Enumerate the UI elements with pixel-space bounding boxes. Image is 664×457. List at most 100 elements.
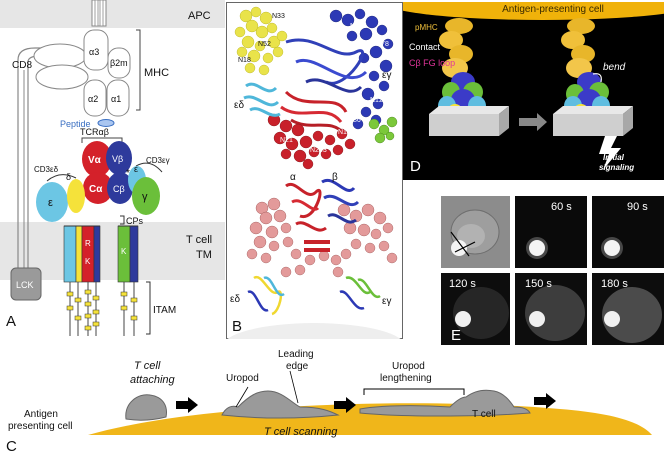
tcr-calpha-domain <box>83 172 113 204</box>
micrograph-150s <box>515 273 587 345</box>
pmhc-label: pMHC <box>415 23 438 32</box>
eps-delta-bot-label: εδ <box>230 294 240 305</box>
time-90s-label: 90 s <box>627 201 648 213</box>
apc-title: Antigen-presenting cell <box>502 4 604 15</box>
tcell-lengthening <box>359 389 531 417</box>
mhc-alpha1-domain <box>106 79 130 117</box>
mhc-label: MHC <box>144 67 169 79</box>
cd8-label: CD8 <box>12 60 32 71</box>
panel-e-micrographs: 60 s 90 s 120 s 150 s 180 s <box>441 196 664 345</box>
leading-label-2: edge <box>286 361 309 372</box>
micrograph-180s <box>592 273 664 345</box>
beta-label: β <box>332 172 338 183</box>
cd3-gamma <box>132 177 160 215</box>
panel-d-label: D <box>410 158 421 175</box>
panel-a-label: A <box>6 313 17 330</box>
time-180s-label: 180 s <box>601 278 628 290</box>
eps-gamma-bot-label: εγ <box>382 296 391 307</box>
cbeta-fg-loop-label: Cβ FG loop <box>409 58 455 68</box>
lightning-bolt-icon <box>599 136 621 170</box>
peptide-label: Peptide <box>60 119 91 129</box>
cd3-epsilon-left <box>36 182 68 222</box>
cbeta-label: Cβ <box>113 184 125 194</box>
micrograph-90s <box>592 196 664 268</box>
epsilon-right-label: ε <box>134 164 138 174</box>
alpha3-label: α3 <box>89 47 99 57</box>
time-120s-label: 120 s <box>449 278 476 290</box>
k1-label: K <box>85 257 91 266</box>
tcell-c-label: T cell <box>472 409 496 420</box>
lck-label: LCK <box>16 280 34 290</box>
cd8-domain-2 <box>35 64 89 90</box>
transition-arrow-icon <box>519 113 547 131</box>
peptide-icon <box>97 119 115 127</box>
leading-label-1: Leading <box>278 349 314 360</box>
epsilon-left-label: ε <box>48 197 53 209</box>
panel-c-label: C <box>6 438 17 455</box>
signaling-label: signaling <box>599 163 634 172</box>
n121-label: N121 <box>370 97 387 104</box>
n185-label: N185 <box>338 129 355 136</box>
apc-band <box>0 0 225 28</box>
valpha-label: Vα <box>88 155 102 166</box>
tcr-valpha-domain <box>82 141 112 177</box>
progress-arrow-2 <box>334 397 356 413</box>
lengthening-label-1: Uropod <box>392 361 425 372</box>
cd8-domain-1 <box>33 43 87 69</box>
delta-label: δ <box>66 172 71 182</box>
panel-d-illustration: Antigen-presenting cell <box>403 2 664 180</box>
contact-label: Contact <box>409 42 441 52</box>
tm-label: TM <box>196 249 212 261</box>
panel-b-label: B <box>232 318 243 335</box>
panel-c-scanning-diagram: T cell attaching Uropod Leading edge Uro… <box>8 349 652 438</box>
scanning-label: T cell scanning <box>264 426 338 438</box>
initial-label: Initial <box>603 153 625 162</box>
alpha2-label: α2 <box>88 94 98 104</box>
n21-label: N21 <box>280 137 293 144</box>
micrograph-dic <box>441 196 510 268</box>
tcell-attaching <box>125 394 167 421</box>
mhc-alpha2-domain <box>83 79 107 117</box>
n186-label: N186 <box>344 117 361 124</box>
n203-label: N203 <box>310 147 327 154</box>
vbeta-label: Vβ <box>112 154 123 164</box>
apc-label-1: Antigen <box>24 409 58 420</box>
cd3ed-label: CD3εδ <box>34 165 59 174</box>
lck-kinase <box>10 267 42 301</box>
micrograph-120s <box>441 273 510 345</box>
mhc-alpha3-domain <box>83 29 109 71</box>
tcr-label: TCRαβ <box>80 127 109 137</box>
n18-label: N18 <box>238 57 251 64</box>
time-150s-label: 150 s <box>525 278 552 290</box>
cps-label: CPs <box>126 216 144 226</box>
panel-b-structure: N33 N52 N18 N236 N78 N121 N186 N185 N21 … <box>226 2 403 339</box>
tcr-vbeta-domain <box>106 141 132 175</box>
apc-label: APC <box>188 10 211 22</box>
progress-arrow-3 <box>534 393 556 409</box>
itam-label: ITAM <box>153 305 176 316</box>
star-label: * <box>126 168 130 179</box>
time-60s-label: 60 s <box>551 201 572 213</box>
bend-label: bend <box>603 62 626 73</box>
n33-label: N33 <box>272 13 285 20</box>
calpha-label: Cα <box>89 184 103 195</box>
uropod-label: Uropod <box>226 373 259 384</box>
cd3eg-label: CD3εγ <box>146 156 170 165</box>
progress-arrow-1 <box>176 397 198 413</box>
n52-label: N52 <box>258 41 271 48</box>
attaching-label-1: T cell <box>134 360 161 372</box>
beta2m-label: β2m <box>110 58 128 68</box>
panel-a-diagram: APC CD8 MHC α3 β2m α2 α1 Peptide TCRαβ C… <box>0 0 225 336</box>
k2-label: K <box>121 247 127 256</box>
tcr-cbeta-domain <box>107 172 133 204</box>
n78-label: N78 <box>376 41 389 48</box>
mhc-beta2m-domain <box>107 47 131 79</box>
lengthening-label-2: lengthening <box>380 373 432 384</box>
panel-e-label: E <box>451 327 462 344</box>
apc-label-2: presenting cell <box>8 421 72 432</box>
alpha-label: α <box>290 172 296 183</box>
gamma-label: γ <box>142 191 148 203</box>
tcell-label: T cell <box>186 234 212 246</box>
attaching-label-2: attaching <box>130 374 176 386</box>
